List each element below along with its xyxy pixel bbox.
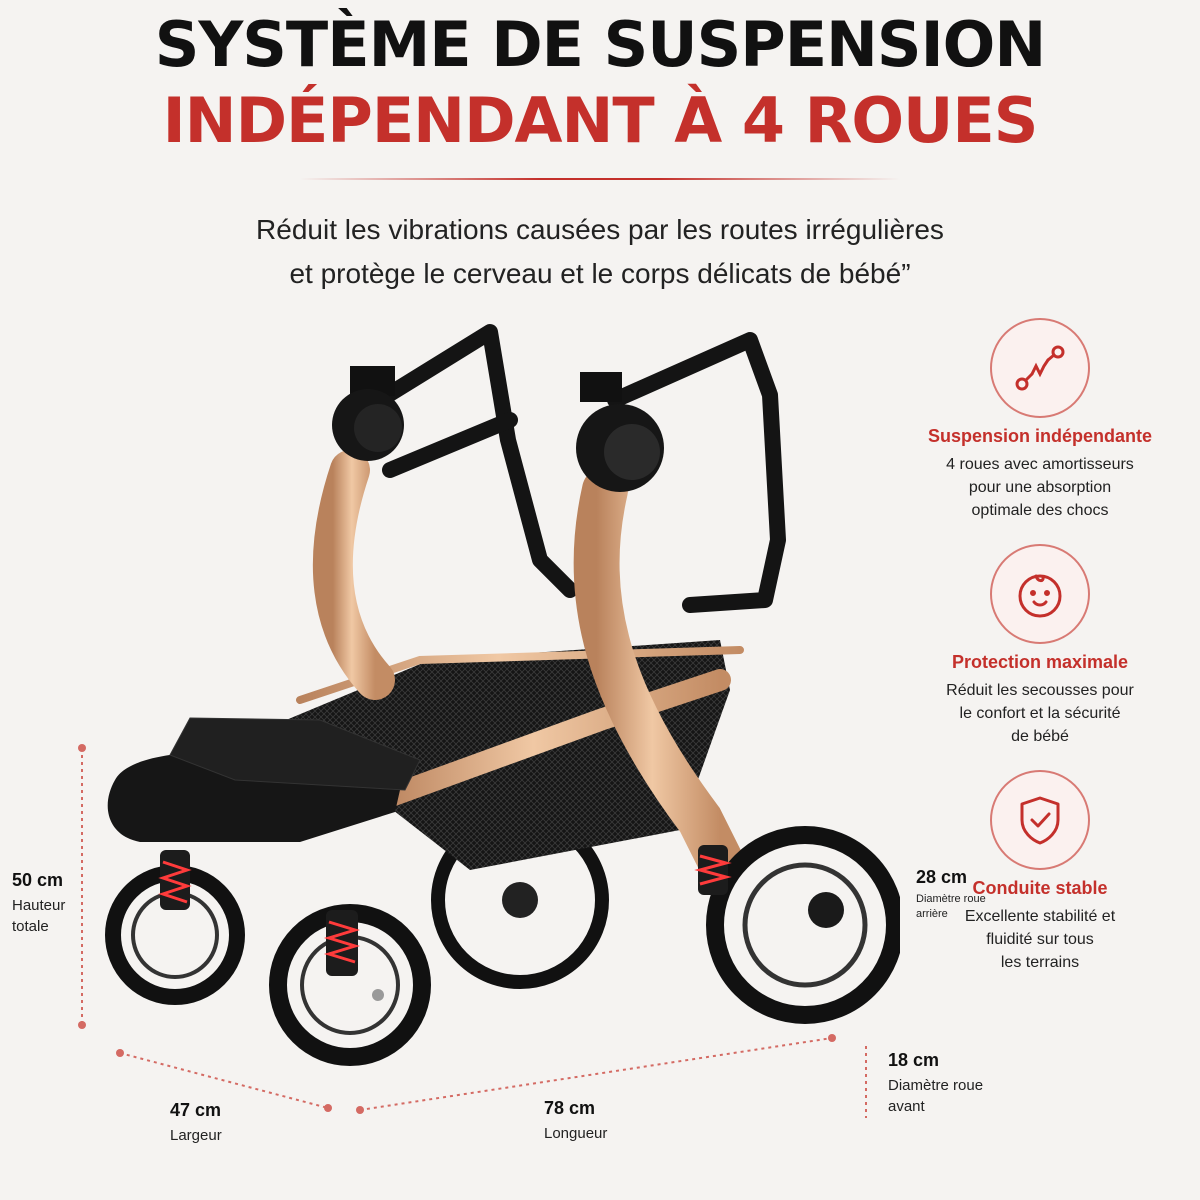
feature-description: 4 roues avec amortisseurs pour une absor… <box>885 453 1195 522</box>
gold-upright-right <box>573 467 743 883</box>
feature-stable: Conduite stable Excellente stabilité et … <box>885 770 1195 974</box>
front-wheel-left <box>105 850 245 1005</box>
title-divider <box>300 178 900 180</box>
dimension-label-line: Diamètre roue <box>888 1077 984 1094</box>
feature-title: Conduite stable <box>972 878 1108 898</box>
dimension-label-line: Largeur <box>170 1127 222 1144</box>
dimension-label: Diamètre roue arrière <box>916 892 986 922</box>
dimension-label: Largeur <box>170 1125 222 1146</box>
dimension-label: Diamètre roue avant <box>888 1075 983 1117</box>
dimension-value: 18 cm <box>888 1050 940 1070</box>
dimension-value: 78 cm <box>544 1098 596 1118</box>
feature-desc-line: Excellente stabilité et <box>964 908 1116 925</box>
dimension-value: 47 cm <box>170 1100 222 1120</box>
subtitle-line1: Réduit les vibrations causées par les ro… <box>256 214 944 245</box>
feature-desc-line: Réduit les secousses pour <box>946 682 1134 699</box>
subtitle-line2: et protège le cerveau et le corps délica… <box>289 258 911 289</box>
feature-desc-line: optimale des chocs <box>971 502 1109 519</box>
feature-title: Protection maximale <box>951 652 1129 672</box>
dimension-label: Hauteur totale <box>12 895 65 937</box>
shock-absorber-icon <box>990 318 1090 418</box>
feature-desc-line: les terrains <box>1000 954 1080 971</box>
page-title-line1: SYSTÈME DE SUSPENSION <box>154 8 1047 81</box>
feature-protection: Protection maximale Réduit les secousses… <box>885 544 1195 748</box>
feature-desc-line: le confort et la sécurité <box>959 705 1121 722</box>
dimension-label-line: Diamètre roue <box>916 893 986 905</box>
dimension-label: Longueur <box>544 1123 607 1144</box>
handlebar-frame <box>372 324 786 613</box>
dimension-lines <box>81 748 867 1118</box>
feature-desc-line: 4 roues avec amortisseurs <box>946 456 1134 473</box>
dimension-value: 50 cm <box>12 870 64 890</box>
dimension-label-line: Hauteur <box>12 897 66 914</box>
dimension-height: 50 cm Hauteur totale <box>12 870 65 937</box>
dimension-label-line: Longueur <box>544 1125 608 1142</box>
dimension-value: 28 cm <box>916 867 968 887</box>
dimension-label-line: totale <box>12 918 49 935</box>
subtitle: Réduit les vibrations causées par les ro… <box>0 208 1200 296</box>
dimension-front-wheel: 18 cm Diamètre roue avant <box>888 1050 983 1117</box>
dimension-width: 47 cm Largeur <box>170 1100 222 1146</box>
feature-desc-line: fluidité sur tous <box>986 931 1094 948</box>
rear-wheel-near <box>694 826 900 1024</box>
gold-upright-left <box>312 450 395 700</box>
feature-title: Suspension indépendante <box>927 426 1153 446</box>
dimension-rear-wheel: 28 cm Diamètre roue arrière <box>916 867 986 922</box>
dimension-label-line: avant <box>888 1098 925 1115</box>
dimension-length: 78 cm Longueur <box>544 1098 607 1144</box>
baby-face-icon <box>990 544 1090 644</box>
feature-description: Réduit les secousses pour le confort et … <box>885 679 1195 748</box>
feature-suspension: Suspension indépendante 4 roues avec amo… <box>885 318 1195 522</box>
dimension-label-line: arrière <box>916 908 948 920</box>
feature-description: Excellente stabilité et fluidité sur tou… <box>885 905 1195 974</box>
feature-desc-line: pour une absorption <box>968 479 1112 496</box>
shield-check-icon <box>990 770 1090 870</box>
stroller-illustration <box>78 324 900 1118</box>
page-title-line2: INDÉPENDANT À 4 ROUES <box>162 84 1039 157</box>
front-wheel-right <box>269 904 431 1066</box>
feature-desc-line: de bébé <box>1011 728 1069 745</box>
